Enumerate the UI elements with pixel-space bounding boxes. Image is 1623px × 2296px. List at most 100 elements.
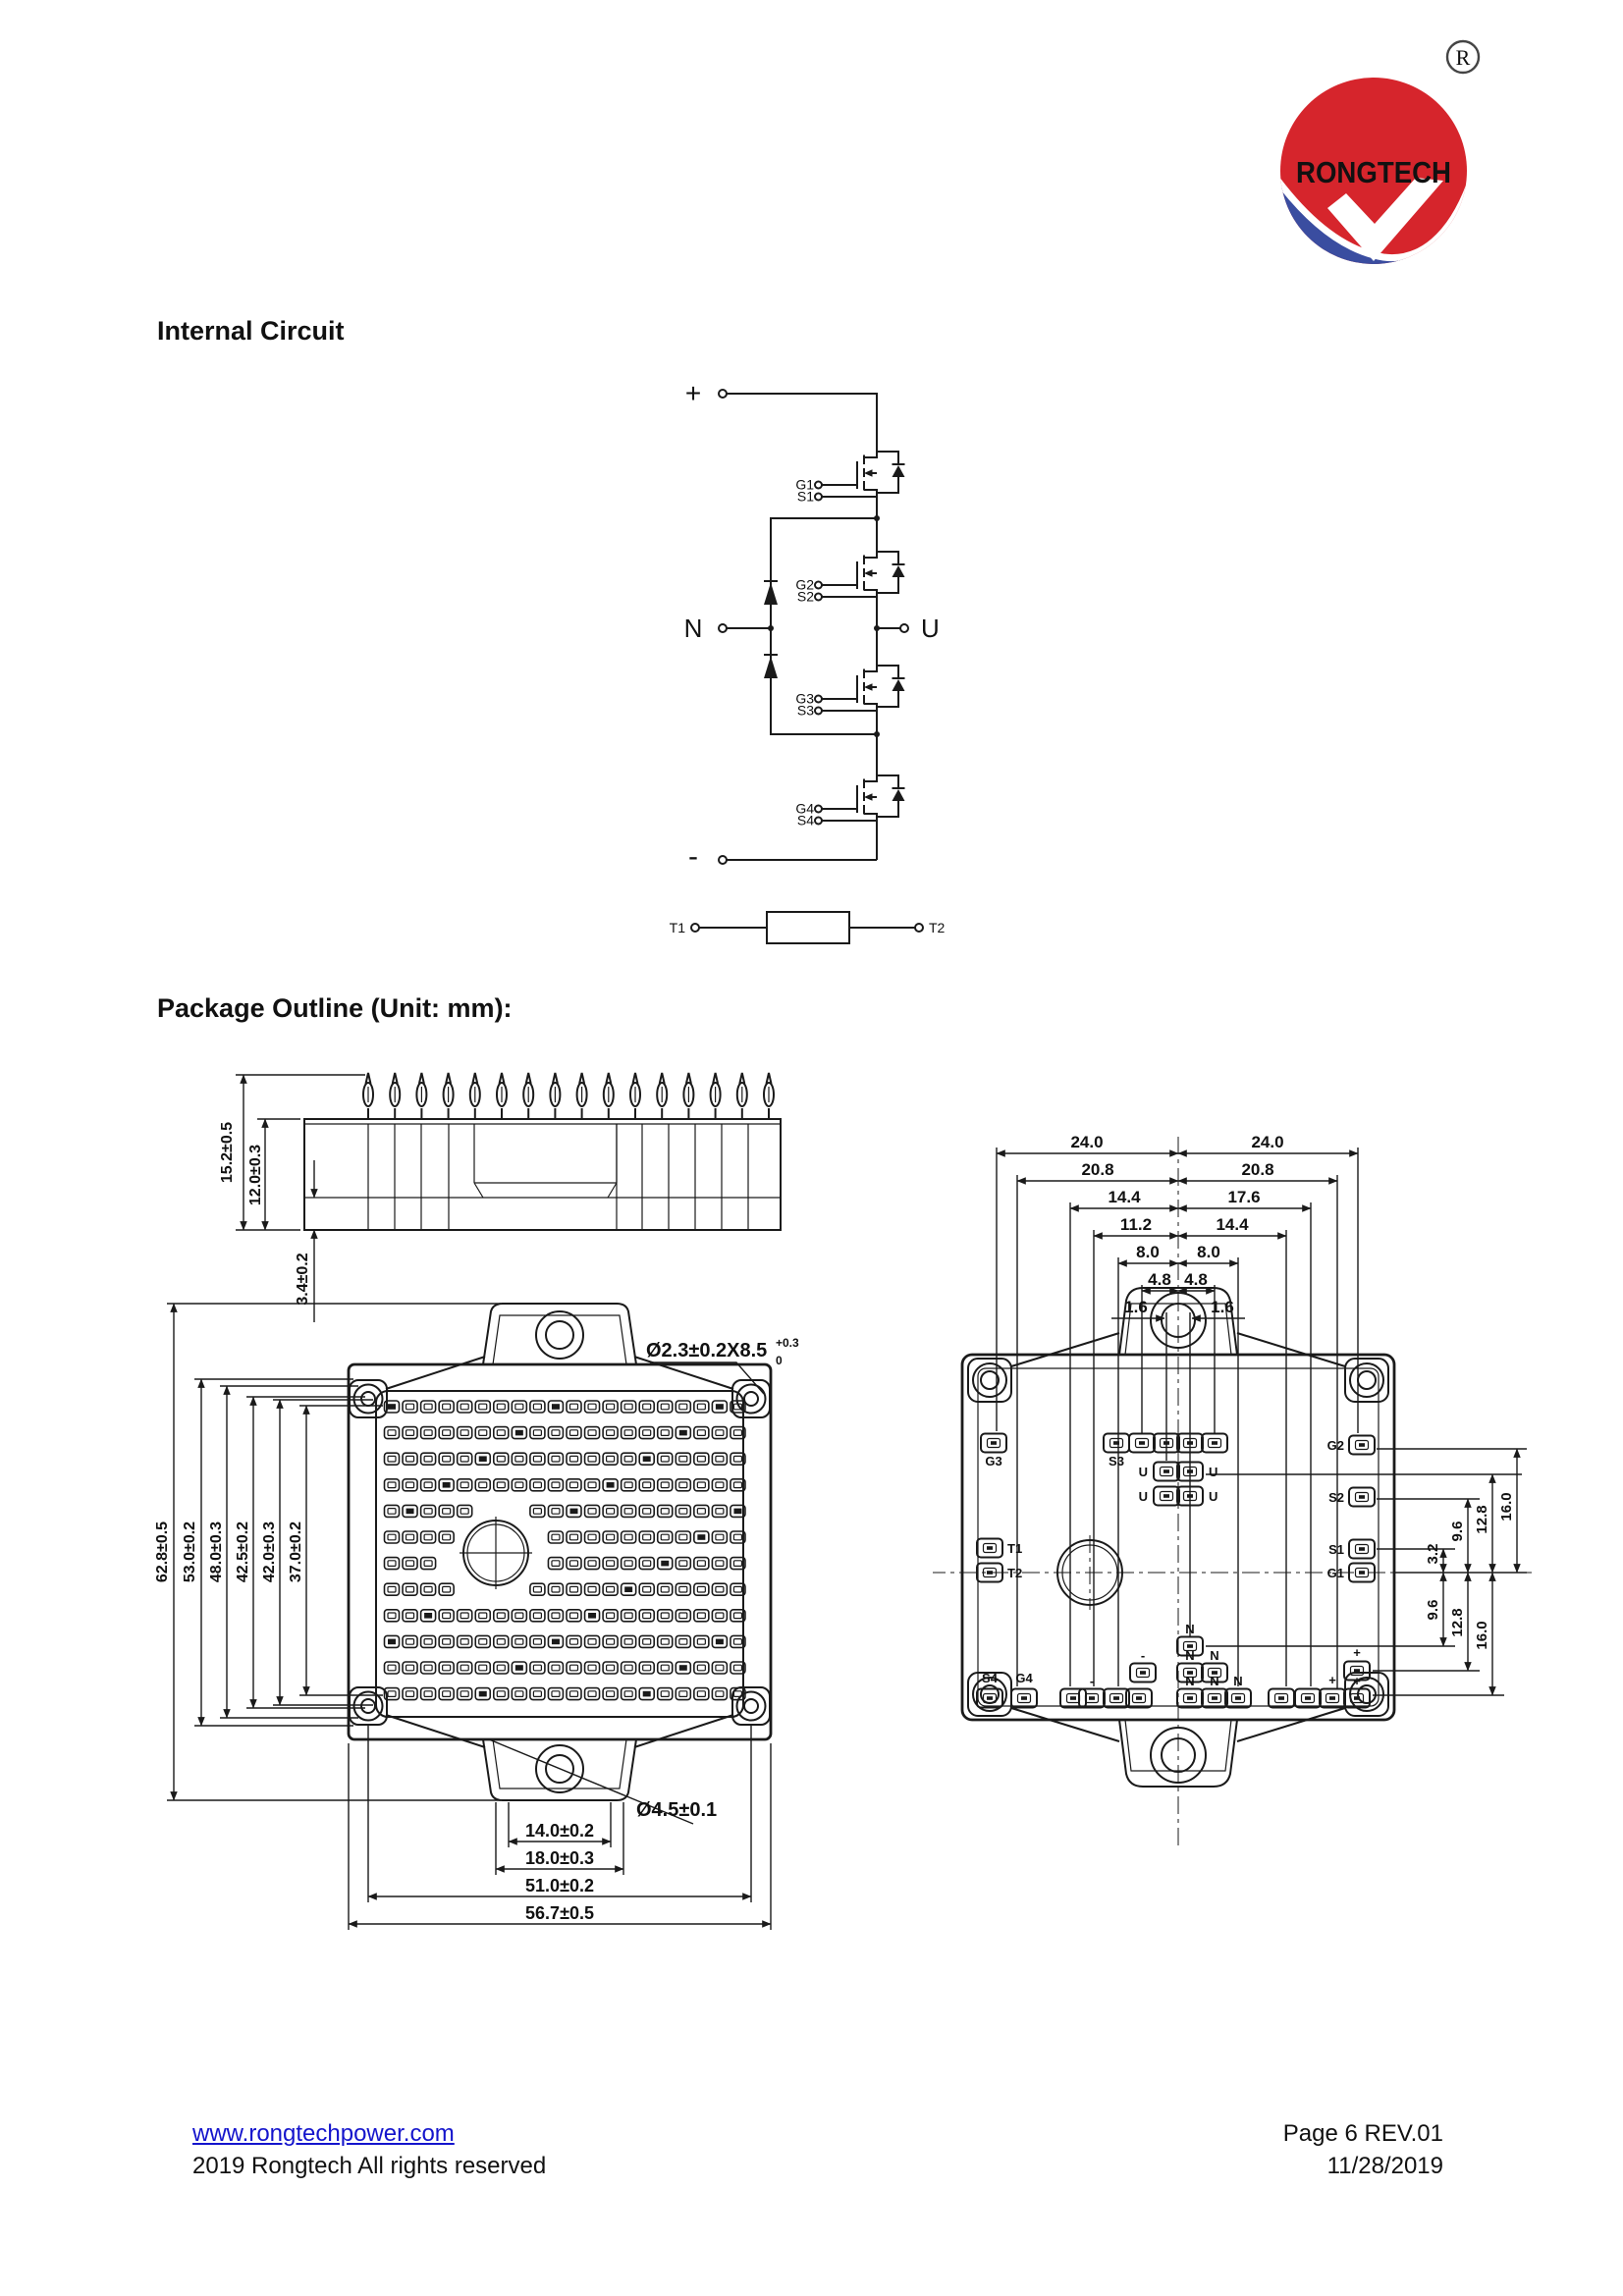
pin-pad [1201,1687,1228,1709]
pin-pad [1348,1434,1376,1456]
contact-pad [638,1400,656,1414]
pin-pad [976,1537,1003,1559]
u-terminal-label: U [921,614,940,643]
contact-pad [456,1504,473,1519]
pin-label: S2 [1328,1490,1344,1505]
contact-pad [529,1608,546,1623]
contact-pad [711,1686,729,1701]
contact-pad [620,1504,637,1519]
contact-pad [583,1686,601,1701]
contact-pad [566,1661,582,1675]
pin-pad [1343,1660,1371,1682]
source-label: S4 [797,813,814,828]
contact-pad [620,1686,637,1701]
contact-pad [620,1478,637,1492]
contact-pad [402,1425,418,1440]
pin-pad [976,1687,1003,1709]
contact-pad [438,1425,455,1440]
back-dim: 1.6 [1211,1298,1234,1316]
contact-pad [730,1478,746,1492]
contact-pad [456,1661,473,1675]
contact-pad [456,1478,473,1492]
contact-pad [675,1686,692,1701]
contact-pad [656,1478,674,1492]
contact-pad [492,1400,510,1414]
rongtech-logo-icon: RONGTECH R [1280,39,1481,264]
contact-pad [711,1452,729,1466]
contact-pad [383,1634,401,1649]
contact-pad [383,1530,401,1544]
contact-pad [693,1478,710,1492]
pin-label: + [1328,1673,1336,1687]
contact-pad [438,1608,455,1623]
package-pin-view: 24.0 24.0 20.8 20.8 14.4 17.6 11.2 14.4 … [933,1119,1620,1993]
contact-pad [656,1634,674,1649]
contact-pad [547,1478,565,1492]
contact-pad [566,1686,582,1701]
dim-baseplate: 3.4±0.2 [295,1253,311,1305]
contact-pad [547,1608,565,1623]
contact-pad [602,1582,619,1597]
contact-pad [402,1556,418,1571]
pin-pad [976,1562,1003,1583]
contact-pad [602,1556,619,1571]
source-label: S1 [797,489,814,505]
back-dim: 4.8 [1184,1270,1208,1289]
contact-pad [419,1634,437,1649]
contact-pad [419,1661,437,1675]
front-dim: 42.5±0.2 [235,1522,251,1582]
contact-pad [529,1686,546,1701]
pin-pad [1201,1432,1228,1454]
website-link[interactable]: www.rongtechpower.com [192,2120,455,2147]
contact-pad [583,1582,601,1597]
contact-pad [711,1530,729,1544]
contact-pad [566,1608,582,1623]
contact-pad [693,1634,710,1649]
contact-pad [675,1400,692,1414]
contact-pad [529,1400,546,1414]
contact-pad [730,1661,746,1675]
contact-pad [693,1452,710,1466]
contact-pad [511,1634,528,1649]
top-hole-tol-sup: +0.3 [776,1336,799,1350]
logo-check-icon [1327,178,1443,261]
contact-pad [547,1530,565,1544]
contact-pad [547,1634,565,1649]
contact-pad [474,1478,492,1492]
contact-pad [438,1530,455,1544]
contact-pad [711,1504,729,1519]
front-dim: 56.7±0.5 [525,1903,594,1923]
contact-pad [602,1530,619,1544]
contact-pad [492,1452,510,1466]
bottom-hole-callout: Ø4.5±0.1 [636,1799,717,1821]
pin-label: G3 [985,1454,1001,1468]
contact-pad [602,1452,619,1466]
contact-pad [529,1452,546,1466]
pin-pad [1176,1635,1204,1657]
contact-pad [730,1530,746,1544]
contact-pad [492,1478,510,1492]
back-dim: 14.4 [1216,1215,1249,1234]
top-hole-callout: Ø2.3±0.2X8.5 [646,1340,767,1362]
contact-pad [566,1504,582,1519]
back-dim: 24.0 [1070,1133,1103,1151]
contact-pad [566,1452,582,1466]
pin-pad [1348,1486,1376,1508]
contact-pad [583,1452,601,1466]
back-dim: 14.4 [1108,1188,1141,1206]
contact-pad [675,1530,692,1544]
contact-pad [693,1608,710,1623]
contact-pad [383,1400,401,1414]
contact-pad [419,1556,437,1571]
pin-pad [1153,1461,1180,1482]
gate-label: G1 [795,477,814,493]
contact-pad [474,1661,492,1675]
contact-pad [656,1400,674,1414]
contact-pad [566,1400,582,1414]
contact-pad [730,1686,746,1701]
contact-pad [438,1400,455,1414]
back-dim: 20.8 [1241,1160,1273,1179]
contact-pad [547,1400,565,1414]
contact-pad [438,1686,455,1701]
